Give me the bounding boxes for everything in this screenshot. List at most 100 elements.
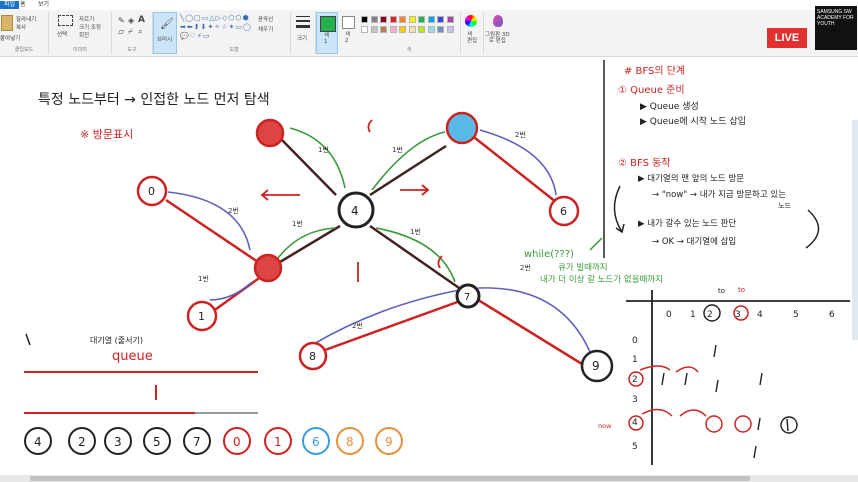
queue-item-label: 6 xyxy=(312,435,320,449)
size-button[interactable]: 크기 xyxy=(291,12,316,54)
palette-swatch[interactable] xyxy=(418,26,425,33)
shapes-gallery-row3-icon[interactable]: 💬♡⚡▭ xyxy=(180,32,211,40)
purple-arcs xyxy=(167,129,591,353)
row-4-red-arcs xyxy=(641,408,707,417)
brushes-button[interactable]: 🖌 브러시 xyxy=(153,12,177,54)
paint3d-button[interactable]: 그림판 3D 로 편집 xyxy=(484,12,512,54)
palette-swatch[interactable] xyxy=(380,16,387,23)
image-group-label: 이미지 xyxy=(73,47,87,53)
palette-swatch[interactable] xyxy=(446,16,454,23)
arc-4-3 xyxy=(371,131,446,191)
color2-button[interactable]: 색 2 xyxy=(339,12,357,54)
tab-view[interactable]: 보기 xyxy=(38,1,50,8)
tab-file[interactable]: 파일 xyxy=(0,1,20,9)
whiteboard-drawing: 특정 노드부터 → 인접한 노드 먼저 탐색 ※ 방문표시 2번 1번 1번 1… xyxy=(24,60,850,465)
palette-swatch[interactable] xyxy=(380,26,387,33)
tab-home[interactable]: 홈 xyxy=(20,1,26,8)
palette-swatch[interactable] xyxy=(389,16,397,23)
palette-swatch[interactable] xyxy=(437,16,444,23)
edge-7-9 xyxy=(474,296,583,366)
matrix-row-4-circle xyxy=(628,415,644,431)
matrix-col-header: 1 xyxy=(690,310,696,320)
node-8-label: 8 xyxy=(309,350,316,363)
now-label: now xyxy=(598,422,612,430)
rotate-button[interactable]: 회전 xyxy=(79,33,90,39)
palette-swatch[interactable] xyxy=(446,26,454,33)
outline-button[interactable]: 윤곽선 xyxy=(258,17,274,23)
shapes-gallery-row2-icon[interactable]: ➡⬅⬆⬇✦✧☆✶▭◯ xyxy=(180,23,252,31)
queue-item-circle xyxy=(183,427,211,455)
ribbon: 붙여넣기 잘라내기 복사 클립보드 선택 자르기 크기 조정 회전 이미지 ✎ … xyxy=(0,10,858,57)
matrix-row-header: 3 xyxy=(632,395,638,405)
brushes-label: 브러시 xyxy=(157,37,173,43)
shapes-gallery-icon[interactable]: ╲◯▢▭△▷◇⬠⬡⬢ xyxy=(180,14,250,22)
copy-button[interactable]: 복사 xyxy=(16,25,27,31)
resize-button[interactable]: 크기 조정 xyxy=(79,25,101,31)
visit-mark-note: ※ 방문표시 xyxy=(80,128,133,141)
palette-swatch[interactable] xyxy=(370,26,378,33)
live-badge: LIVE xyxy=(767,28,807,48)
edge-label-a-4: 1번 xyxy=(318,145,329,154)
matrix-col-header: 3 xyxy=(735,310,741,320)
edge-label-4-7: 1번 xyxy=(410,227,421,236)
step1-title: ① Queue 준비 xyxy=(618,84,685,96)
graph-nodes: 0 1 4 6 7 8 9 xyxy=(136,111,614,383)
edge-label-4-3: 1번 xyxy=(392,145,403,154)
fill-icon[interactable]: ◈ xyxy=(128,16,135,25)
queue-item-circle xyxy=(143,427,171,455)
palette-swatch[interactable] xyxy=(361,16,368,23)
horizontal-scroll-thumb[interactable] xyxy=(30,476,750,481)
matrix-row-header: 1 xyxy=(632,355,638,365)
crop-button[interactable]: 자르기 xyxy=(79,17,95,23)
palette-swatch[interactable] xyxy=(399,26,406,33)
matrix-circled-one xyxy=(780,416,798,434)
palette-swatch[interactable] xyxy=(399,16,406,23)
vertical-scrollbar[interactable] xyxy=(852,120,858,340)
node-a-visited xyxy=(255,118,285,148)
while-note-1: 큐가 빌때까지 xyxy=(558,262,608,273)
matrix-row-header: 2 xyxy=(632,375,638,385)
palette-swatch[interactable] xyxy=(427,26,435,33)
queue-item-circle xyxy=(264,427,292,455)
queue-item-label: 2 xyxy=(78,435,86,449)
magnifier-icon[interactable]: ⌕ xyxy=(138,27,143,36)
step2-a2: → "now" → 내가 지금 방문하고 있는 xyxy=(652,189,786,200)
text-tool-icon[interactable]: A xyxy=(138,15,145,25)
select-icon[interactable] xyxy=(58,15,73,26)
palette-swatch[interactable] xyxy=(408,16,416,23)
arrow-right xyxy=(400,184,430,196)
cut-button[interactable]: 잘라내기 xyxy=(16,17,37,23)
pencil-icon[interactable]: ✎ xyxy=(118,16,125,25)
whiteboard-title: 특정 노드부터 → 인접한 노드 먼저 탐색 xyxy=(38,92,270,108)
palette-swatch[interactable] xyxy=(418,16,425,23)
palette-swatch[interactable] xyxy=(437,26,444,33)
drawing-canvas[interactable]: 특정 노드부터 → 인접한 노드 먼저 탐색 ※ 방문표시 2번 1번 1번 1… xyxy=(0,57,858,475)
paste-button[interactable]: 붙여넣기 xyxy=(0,36,21,42)
size-line-2-icon xyxy=(296,20,310,22)
tools-group: ✎ ◈ A ▱ ⌿ ⌕ 도구 xyxy=(112,12,153,54)
edit-colors-button[interactable]: 색 편집 xyxy=(461,12,484,54)
edge-4-3 xyxy=(369,144,447,197)
step1-b: ▶ Queue에 시작 노드 삽입 xyxy=(640,115,746,127)
queue-item-label: 3 xyxy=(114,435,122,449)
color-picker-icon[interactable]: ⌿ xyxy=(128,27,133,36)
arc-7-9 xyxy=(477,287,591,353)
palette-swatch[interactable] xyxy=(361,26,368,33)
color1-button[interactable]: 색 1 xyxy=(316,12,338,54)
select-button[interactable]: 선택 xyxy=(57,32,68,38)
palette-swatch[interactable] xyxy=(370,16,378,23)
palette-swatch[interactable] xyxy=(427,16,435,23)
matrix-col-header: 0 xyxy=(666,310,672,320)
horizontal-scrollbar[interactable] xyxy=(0,475,858,482)
palette-swatch[interactable] xyxy=(389,26,397,33)
fill-button[interactable]: 채우기 xyxy=(258,27,274,33)
node-8 xyxy=(298,341,328,371)
node-9-label: 9 xyxy=(592,359,600,373)
queue-item-circle xyxy=(223,427,251,455)
eraser-icon[interactable]: ▱ xyxy=(118,27,125,36)
paint3d-label: 그림판 3D 로 편집 xyxy=(485,32,510,44)
palette-swatch[interactable] xyxy=(408,26,416,33)
paste-icon[interactable] xyxy=(1,15,13,31)
arc-3-6 xyxy=(479,129,557,196)
